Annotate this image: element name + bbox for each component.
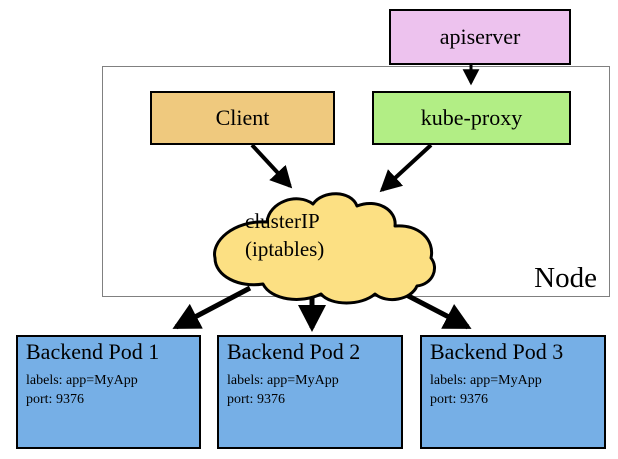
node-container-label: Node [534,262,597,294]
node-clusterip-cloud[interactable]: clusterIP (iptables) [205,188,445,306]
node-backend-pod-3-labels: labels: app=MyApp [430,373,542,388]
node-clusterip-label-line-2: (iptables) [245,237,325,261]
node-backend-pod-2-title: Backend Pod 2 [227,339,361,364]
node-backend-pod-3-port: port: 9376 [430,392,488,407]
node-backend-pod-1[interactable]: Backend Pod 1 labels: app=MyApp port: 93… [16,335,201,449]
node-client[interactable]: Client [150,91,335,145]
node-kube-proxy-label: kube-proxy [420,105,523,130]
node-backend-pod-1-labels: labels: app=MyApp [26,373,138,388]
node-clusterip-label-line-1: clusterIP [245,209,320,233]
node-backend-pod-2-labels: labels: app=MyApp [227,373,339,388]
node-kube-proxy[interactable]: kube-proxy [372,91,571,145]
node-backend-pod-3-title: Backend Pod 3 [430,339,564,364]
node-clusterip-text: clusterIP (iptables) [245,207,395,263]
node-backend-pod-3[interactable]: Backend Pod 3 labels: app=MyApp port: 93… [420,335,606,449]
node-backend-pod-1-port: port: 9376 [26,392,84,407]
node-apiserver[interactable]: apiserver [389,9,571,65]
node-apiserver-label: apiserver [439,24,521,49]
node-backend-pod-2-port: port: 9376 [227,392,285,407]
node-client-label: Client [215,105,270,130]
node-backend-pod-2[interactable]: Backend Pod 2 labels: app=MyApp port: 93… [217,335,403,449]
node-backend-pod-1-title: Backend Pod 1 [26,339,160,364]
